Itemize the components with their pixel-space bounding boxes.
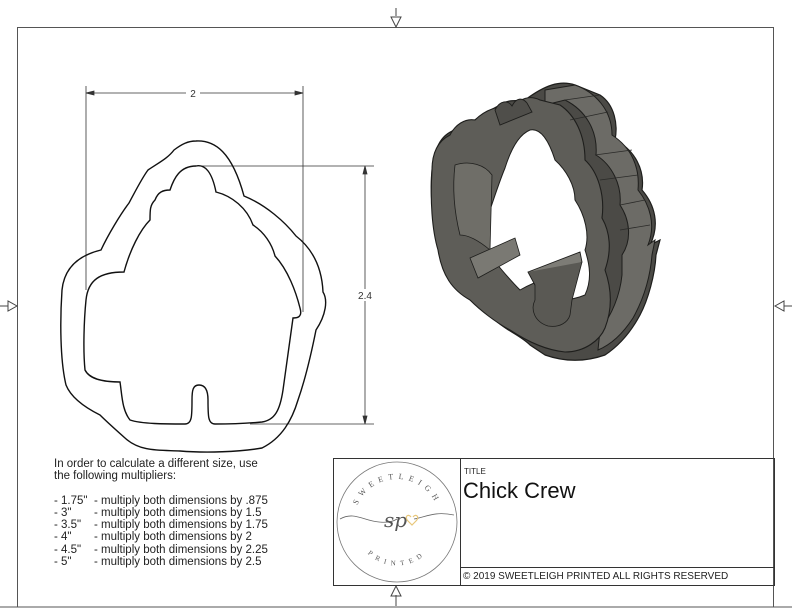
title-block: SWEETLEIGH PRINTED sp TITLE Chick Crew ©… (333, 458, 775, 586)
center-mark-top-icon (390, 8, 402, 29)
center-mark-right-icon (773, 300, 792, 312)
logo-monogram: sp (384, 508, 407, 532)
svg-text:SWEETLEIGH: SWEETLEIGH (351, 472, 443, 506)
note-intro-line-1: In order to calculate a different size, … (54, 458, 258, 470)
width-dimension (85, 86, 304, 312)
note-intro-line-2: the following multipliers: (54, 470, 177, 483)
multiplier-row: - 5"- multiply both dimensions by 2.5 (54, 556, 262, 569)
multiplier-row: - 3"- multiply both dimensions by 1.5 (54, 506, 262, 519)
copyright-notice: © 2019 SWEETLEIGH PRINTED ALL RIGHTS RES… (460, 567, 774, 586)
title-label: TITLE (464, 467, 486, 476)
drawing-border (17, 27, 774, 607)
cutter-outline-inner (83, 165, 302, 425)
center-mark-bottom-icon (390, 584, 402, 606)
drawing-title: Chick Crew (463, 478, 576, 503)
width-dimension-label: 2 (190, 89, 196, 100)
title-cell: TITLE Chick Crew (460, 459, 774, 567)
center-mark-left-icon (0, 300, 19, 312)
svg-text:PRINTED: PRINTED (366, 549, 427, 568)
height-dimension-label: 2.4 (358, 291, 372, 302)
multiplier-row: - 4.5"- multiply both dimensions by 2.25 (54, 543, 268, 556)
size-multiplier-note: In order to calculate a different size, … (54, 458, 268, 568)
cutter-outline-outer (60, 140, 327, 453)
sweetleigh-logo-icon: SWEETLEIGH PRINTED sp (336, 461, 458, 583)
cutter-3d-model (430, 82, 661, 361)
multiplier-row: - 1.75"- multiply both dimensions by .87… (54, 494, 268, 507)
multiplier-row: - 3.5"- multiply both dimensions by 1.75 (54, 519, 268, 532)
logo-cell: SWEETLEIGH PRINTED sp (334, 459, 461, 585)
height-dimension (200, 165, 374, 425)
multiplier-row: - 4"- multiply both dimensions by 2 (54, 531, 252, 544)
